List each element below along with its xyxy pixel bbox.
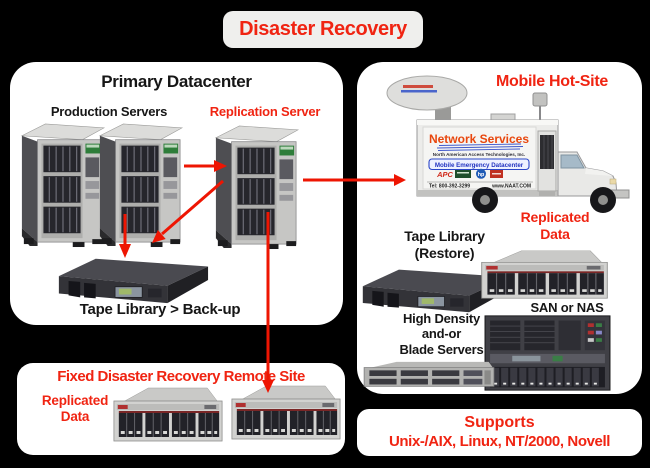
satellite-dish-icon	[386, 75, 468, 121]
truck-signage	[422, 126, 537, 190]
mobile-datacenter-truck: Network Services North American Access T…	[386, 75, 630, 213]
replicated-storage-array-icon	[113, 387, 223, 442]
page-title: Disaster Recovery	[239, 18, 407, 40]
primary-datacenter-heading: Primary Datacenter	[101, 72, 252, 91]
san-nas-label: SAN or NAS	[530, 300, 604, 315]
tape-library-restore-label: Tape Library (Restore)	[404, 228, 485, 261]
fixed-remote-site-panel: Fixed Disaster Recovery Remote Site Repl…	[17, 363, 345, 455]
truck-cab	[557, 151, 630, 199]
blade-server-chassis-icon	[484, 315, 611, 391]
supports-title: Supports	[464, 414, 535, 432]
hp-logo-icon	[476, 168, 486, 179]
tape-library-icon	[58, 258, 209, 304]
fixed-replicated-data-label: Replicated Data	[41, 393, 109, 424]
mobile-hot-site-panel: Mobile Hot-Site Network Services	[357, 62, 642, 394]
truck-box-body: Network Services North American Access T…	[416, 113, 559, 197]
apc-logo: APC	[436, 170, 453, 179]
production-servers-label: Production Servers	[50, 104, 168, 119]
replication-server-label: Replication Server	[209, 104, 321, 119]
fixed-remote-site-heading: Fixed Disaster Recovery Remote Site	[57, 368, 305, 385]
replication-server-tower-icon	[215, 125, 299, 250]
high-density-server-icon	[363, 361, 495, 387]
truck-website-text: www.NAAT.COM	[491, 184, 531, 190]
replicated-storage-array-icon	[231, 385, 341, 440]
hp-logo-text: hp	[478, 172, 485, 178]
primary-datacenter-panel: Primary Datacenter Production Servers Re…	[10, 62, 343, 325]
supports-platforms: Unix-/AIX, Linux, NT/2000, Novell	[388, 433, 611, 451]
truck-door	[537, 130, 557, 196]
title-banner: Disaster Recovery	[223, 11, 423, 48]
production-server-tower-icon	[21, 123, 105, 248]
antenna-icon	[532, 92, 548, 123]
tape-library-backup-label: Tape Library > Back-up	[79, 301, 241, 318]
logo-block-icon	[455, 170, 471, 178]
supports-box: Supports Unix-/AIX, Linux, NT/2000, Nove…	[357, 409, 642, 456]
truck-banner-text: Mobile Emergency Datacenter	[435, 162, 524, 169]
san-nas-array-icon	[481, 250, 608, 299]
production-server-tower-icon	[99, 123, 183, 248]
mobile-hot-site-heading: Mobile Hot-Site	[496, 73, 608, 90]
high-density-blade-label: High Density and-or Blade Servers	[399, 311, 484, 357]
truck-phone-text: Tel: 800-392-3299	[429, 184, 470, 190]
truck-brand-text: Network Services	[429, 132, 529, 146]
truck-wheels	[472, 187, 616, 213]
truck-company-text: North American Access Technologies, Inc.	[433, 152, 526, 157]
mobile-replicated-data-label: Replicated Data	[520, 209, 590, 242]
